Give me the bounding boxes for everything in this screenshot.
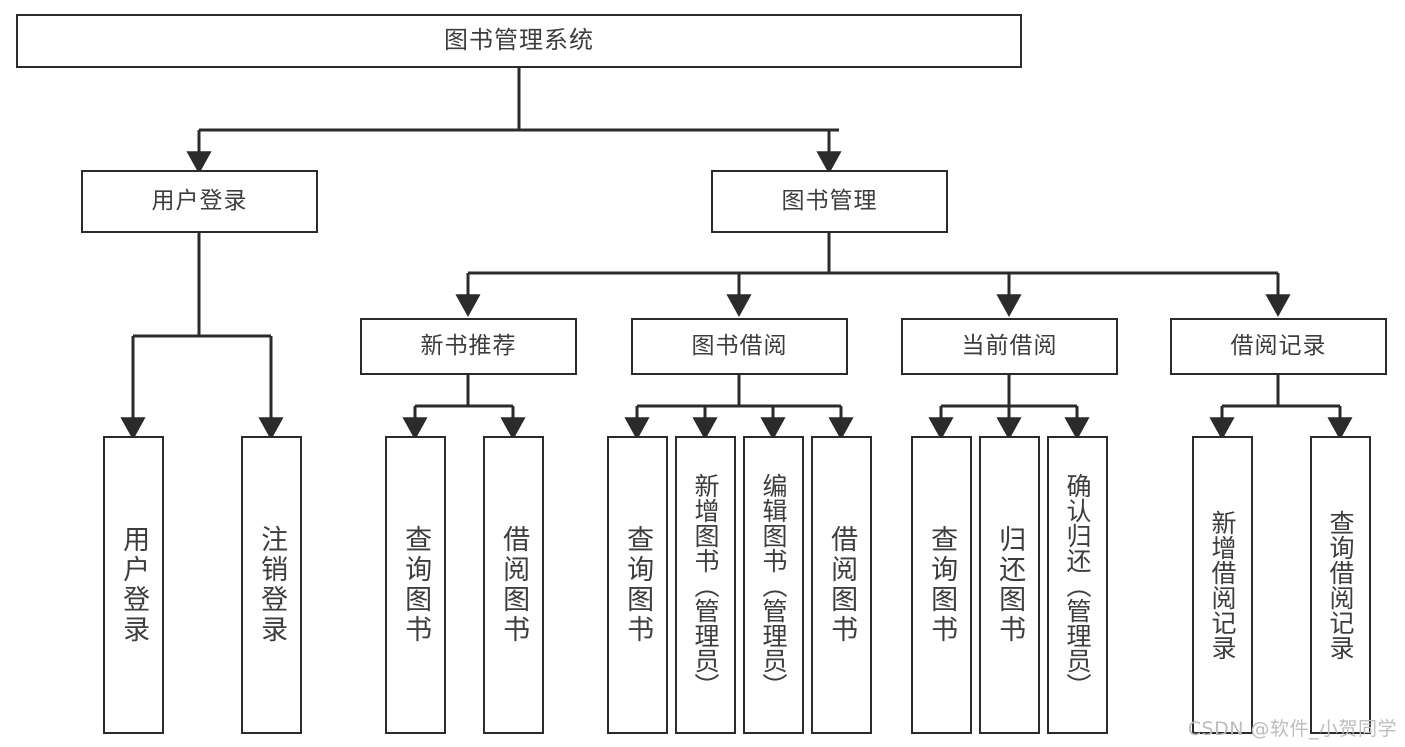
node-label: 注销登录 [256,525,288,645]
node-leaf-user-login[interactable]: 用户登录 [103,436,164,734]
node-leaf-borrow-book-1[interactable]: 借阅图书 [483,436,544,734]
node-book-borrow[interactable]: 图书借阅 [631,318,848,375]
node-label: 借阅图书 [498,525,530,645]
node-label: 确认归还（管理员） [1063,472,1092,698]
node-label: 用户登录 [151,188,248,215]
node-label: 借阅记录 [1230,333,1327,360]
node-label: 编辑图书（管理员） [759,472,788,698]
node-leaf-borrow-book-2[interactable]: 借阅图书 [811,436,872,734]
node-label: 图书管理 [781,188,878,215]
node-leaf-edit-book[interactable]: 编辑图书（管理员） [743,436,804,734]
node-label: 新增图书（管理员） [691,472,720,698]
node-leaf-query-book-3[interactable]: 查询图书 [911,436,972,734]
node-label: 新增借阅记录 [1208,510,1237,660]
node-leaf-add-book[interactable]: 新增图书（管理员） [675,436,736,734]
node-borrow-record[interactable]: 借阅记录 [1170,318,1387,375]
node-label: 借阅图书 [826,525,858,645]
watermark-credit: CSDN @软件_小贺同学 [1187,718,1397,740]
node-book-manage[interactable]: 图书管理 [711,170,948,233]
node-label: 查询图书 [622,525,654,645]
node-leaf-query-book-1[interactable]: 查询图书 [385,436,446,734]
node-label: 图书管理系统 [444,26,594,55]
node-leaf-query-book-2[interactable]: 查询图书 [607,436,668,734]
node-current-borrow[interactable]: 当前借阅 [901,318,1118,375]
node-leaf-user-logout[interactable]: 注销登录 [241,436,302,734]
node-label: 用户登录 [118,525,150,645]
node-root-system[interactable]: 图书管理系统 [16,14,1022,68]
node-leaf-return-book[interactable]: 归还图书 [979,436,1040,734]
node-user-login[interactable]: 用户登录 [81,170,318,233]
node-label: 查询图书 [400,525,432,645]
node-label: 新书推荐 [420,333,517,360]
node-label: 图书借阅 [691,333,788,360]
node-new-book-recommend[interactable]: 新书推荐 [360,318,577,375]
node-leaf-confirm-return[interactable]: 确认归还（管理员） [1047,436,1108,734]
node-label: 当前借阅 [961,333,1058,360]
node-label: 归还图书 [994,525,1026,645]
node-leaf-query-record[interactable]: 查询借阅记录 [1310,436,1371,734]
node-leaf-add-record[interactable]: 新增借阅记录 [1192,436,1253,734]
node-label: 查询借阅记录 [1326,510,1355,660]
node-label: 查询图书 [926,525,958,645]
